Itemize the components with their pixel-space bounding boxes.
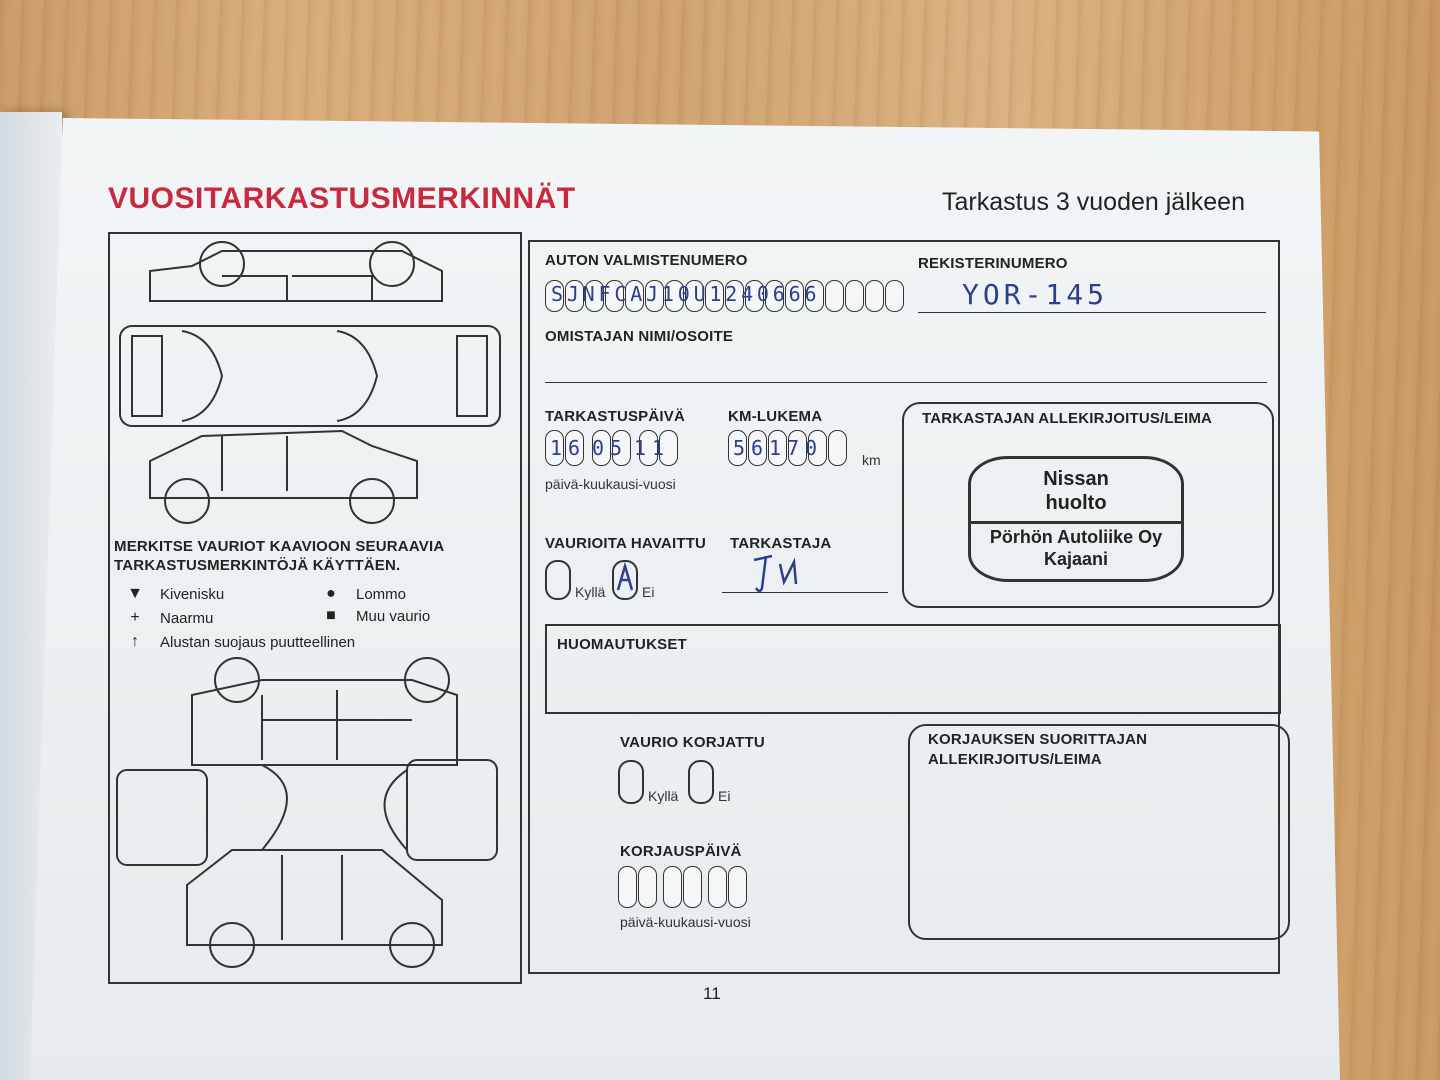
instruction-line-2: TARKASTUSMERKINTÖJÄ KÄYTTÄEN. (114, 557, 401, 574)
square-icon: ■ (326, 607, 336, 624)
owner-label: OMISTAJAN NIMI/OSOITE (545, 328, 734, 345)
arrow-up-icon: ↑ (131, 633, 139, 650)
legend-item: + Naarmu (124, 609, 213, 627)
vin-value: SJNFCAJ10U1240666 (551, 282, 821, 306)
owner-line (545, 382, 1267, 383)
inspector-signature-label: TARKASTAJAN ALLEKIRJOITUS/LEIMA (922, 410, 1213, 427)
car-diagram-sedan (119, 241, 501, 524)
repaired-no-option[interactable]: Ei (688, 760, 730, 804)
registration-value: YOR-145 (962, 278, 1109, 311)
checkbox-oval-icon (688, 760, 714, 804)
vin-field[interactable] (545, 280, 904, 312)
repair-date-field[interactable] (618, 866, 747, 908)
repair-signature-label-2: ALLEKIRJOITUS/LEIMA (928, 751, 1102, 768)
booklet-page (30, 118, 1340, 1080)
registration-line (918, 312, 1266, 313)
plus-icon: + (130, 609, 140, 626)
inspector-line (722, 592, 888, 593)
checkbox-oval-icon (545, 560, 571, 600)
repair-date-hint: päivä-kuukausi-vuosi (620, 914, 751, 930)
instruction-line-1: MERKITSE VAURIOT KAAVIOON SEURAAVIA (114, 538, 445, 555)
repair-signature-label-1: KORJAUKSEN SUORITTAJAN (928, 731, 1148, 748)
damage-observed-label: VAURIOITA HAVAITTU (545, 535, 707, 552)
legend-item: ↑ Alustan suojaus puutteellinen (124, 633, 355, 651)
damage-no-option[interactable]: Ei (612, 560, 654, 600)
triangle-icon: ▼ (127, 585, 143, 602)
legend-item: ■ Muu vaurio (320, 607, 430, 625)
repair-date-label: KORJAUSPÄIVÄ (620, 843, 742, 860)
inspector-signature-box (902, 402, 1274, 608)
page-title: VUOSITARKASTUSMERKINNÄT (108, 182, 576, 215)
km-label: KM-LUKEMA (728, 408, 823, 425)
dot-icon: ● (326, 585, 336, 602)
inspector-signature (753, 554, 798, 593)
page-subtitle: Tarkastus 3 vuoden jälkeen (942, 188, 1245, 216)
checkbox-oval-icon (618, 760, 644, 804)
inspection-date-label: TARKASTUSPÄIVÄ (545, 408, 686, 425)
inspector-label: TARKASTAJA (730, 535, 832, 552)
inspection-date-hint: päivä-kuukausi-vuosi (545, 476, 676, 492)
checkbox-oval-checked-icon (612, 560, 638, 600)
km-unit: km (862, 452, 881, 468)
repaired-yes-option[interactable]: Kyllä (618, 760, 678, 804)
damage-repaired-label: VAURIO KORJATTU (620, 734, 765, 751)
page-number: 11 (703, 984, 721, 1003)
registration-label: REKISTERINUMERO (918, 255, 1068, 272)
notes-label: HUOMAUTUKSET (557, 636, 687, 653)
legend-item: ▼ Kivenisku (124, 585, 224, 603)
vin-label: AUTON VALMISTENUMERO (545, 252, 748, 269)
legend-item: ● Lommo (320, 585, 406, 603)
damage-yes-option[interactable]: Kyllä (545, 560, 605, 600)
inspection-form-panel (528, 240, 1280, 974)
dealer-stamp: Nissan huolto Pörhön Autoliike Oy Kajaan… (968, 456, 1184, 582)
repair-signature-box (908, 724, 1290, 940)
notes-box[interactable] (545, 624, 1281, 714)
car-diagram-hatchback (116, 657, 498, 968)
damage-diagram-panel (108, 232, 522, 984)
